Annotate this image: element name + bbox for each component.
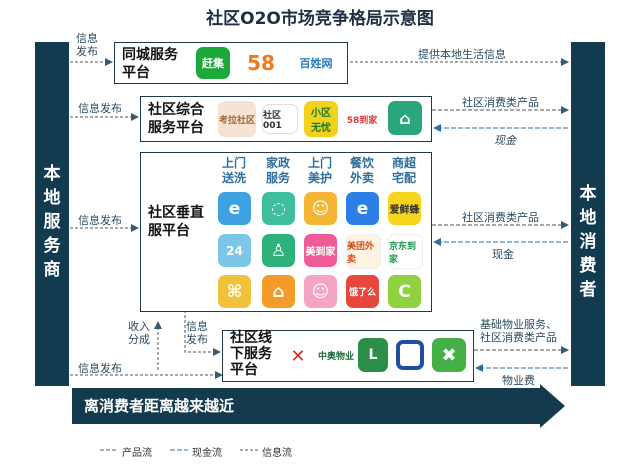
direction-label: 离消费者距离越来越近 — [84, 397, 235, 415]
property-services-label: 基础物业服务、社区消费类产品 — [480, 318, 557, 344]
vanke-property-logo: ✕ — [282, 338, 314, 374]
legend-info: 信息流 — [262, 448, 292, 459]
housekeeping-app-icon-1: ◌ — [262, 192, 295, 225]
revenue-share-label: 收入分成 — [128, 320, 150, 346]
category-grocery: 商超宅配 — [391, 156, 416, 185]
housekeeping-app-icon-3: ⌂ — [262, 275, 295, 308]
cash-label-1: 现金 — [494, 134, 516, 147]
grocery-app-icon-3: C — [388, 275, 421, 308]
property-fee-label: 物业费 — [502, 374, 535, 387]
info-release-label-4: 信息发布 — [78, 362, 122, 375]
community-platform-label: 社区综合服务平台 — [148, 102, 204, 136]
info-arrow-5 — [184, 310, 221, 356]
local-consumer-label: 本地消费者 — [579, 184, 597, 300]
direction-arrowhead — [540, 384, 565, 428]
cash-label-2: 现金 — [492, 248, 514, 261]
koala-logo: 考拉社区 — [218, 101, 256, 137]
direction-bar — [72, 388, 542, 424]
legend-product: 产品流 — [122, 448, 152, 459]
laundry-app-icon-3: ⌘ — [218, 275, 251, 308]
vertical-platform-label: 社区垂直服平台 — [148, 205, 204, 239]
community-platform-panel — [140, 96, 432, 142]
beauty-app-icon-3: ☺ — [304, 275, 337, 308]
legend-cash: 现金流 — [192, 448, 222, 459]
takeout-app-icon-1: e — [346, 192, 379, 225]
takeout-app-icon-2: 美团外卖 — [346, 234, 381, 269]
housekeeping-app-icon-2: ♙ — [262, 234, 295, 267]
local-provider-bar — [35, 42, 69, 386]
info-release-label-3: 信息发布 — [78, 214, 122, 227]
grocery-app-icon-2: 京东到家 — [388, 234, 423, 269]
consumer-products-label-1: 社区消费类产品 — [462, 96, 539, 109]
offline-platform-label: 社区线下服务平台 — [230, 330, 272, 378]
beauty-app-icon-2: 美到家 — [304, 234, 337, 267]
home-logo: ⌂ — [388, 101, 422, 135]
baixing-logo: 百姓网 — [292, 50, 340, 76]
grocery-app-icon-1: 爱鲜蜂 — [388, 192, 421, 225]
category-takeout: 餐饮外卖 — [349, 156, 374, 185]
laundry-app-icon-2: 24 — [218, 234, 251, 267]
city-platform-label: 同城服务平台 — [122, 47, 178, 81]
category-laundry: 上门送洗 — [221, 156, 246, 185]
local-consumer-bar — [571, 42, 605, 386]
colorful-logo: ✖ — [432, 338, 466, 372]
greentown-logo: L — [358, 338, 388, 372]
local-provider-label: 本地服务商 — [43, 164, 61, 280]
category-beauty: 上门美护 — [307, 156, 332, 185]
provide-info-label: 提供本地生活信息 — [418, 48, 506, 61]
xiaoqu-wuyou-logo: 小区无忧 — [304, 101, 338, 137]
ganji-logo: 赶集 — [196, 47, 230, 79]
laundry-app-icon-1: e — [218, 192, 251, 225]
58-logo: 58 — [244, 47, 278, 79]
58daojia-logo: 58到家 — [344, 101, 380, 137]
info-release-label-5: 信息发布 — [186, 320, 208, 346]
consumer-products-label-2: 社区消费类产品 — [462, 211, 539, 224]
category-housekeeping: 家政服务 — [265, 156, 290, 185]
beauty-app-icon-1: ☺ — [304, 192, 337, 225]
page-title: 社区O2O市场竞争格局示意图 — [206, 9, 434, 29]
info-release-label-2: 信息发布 — [78, 102, 122, 115]
info-release-label-1: 信息发布 — [76, 32, 98, 58]
zhongao-property-logo: 中奥物业 — [318, 336, 354, 374]
community001-logo: 社区001 — [262, 104, 298, 134]
takeout-app-icon-3: 饿了么 — [346, 275, 379, 308]
square-logo — [396, 340, 424, 370]
